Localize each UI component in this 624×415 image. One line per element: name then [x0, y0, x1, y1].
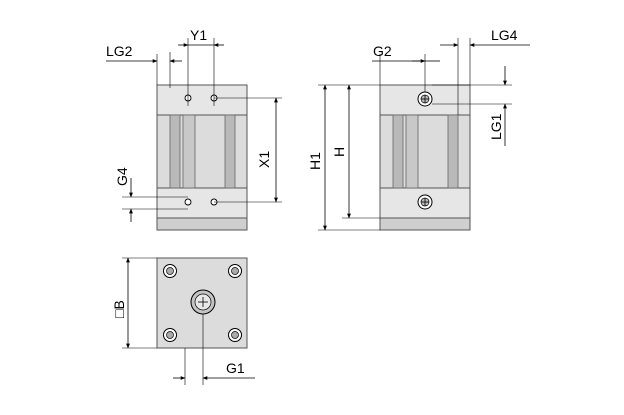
side-view: G2 LG4 LG1 H1 H: [307, 27, 530, 231]
g1-label: G1: [226, 360, 245, 376]
lg2-label: LG2: [106, 43, 133, 59]
screw-icon: [417, 91, 433, 107]
side-view-rail-mid: [405, 114, 419, 189]
side-view-rail-right: [447, 114, 459, 189]
front-view-top-plate: [156, 84, 248, 116]
h-label: H: [331, 147, 347, 157]
b-label: □B: [111, 300, 127, 318]
front-view-rail-right: [224, 114, 236, 189]
front-view: Y1 LG2 X1 G4: [106, 27, 282, 231]
x1-label: X1: [256, 151, 272, 168]
screw-icon: [228, 264, 242, 278]
g4-label: G4: [114, 167, 130, 186]
front-view-bottom-plate: [156, 187, 248, 219]
screw-icon: [163, 264, 177, 278]
lg1-label: LG1: [488, 113, 504, 140]
front-view-rail-mid: [182, 114, 196, 189]
front-view-rail-left: [169, 114, 181, 189]
screw-icon: [417, 194, 433, 210]
center-bore-icon: [190, 289, 216, 315]
side-view-base-strip: [379, 217, 471, 231]
front-view-base-strip: [156, 217, 248, 231]
side-view-rail-left: [392, 114, 404, 189]
top-view: □B G1: [111, 257, 255, 385]
y1-label: Y1: [190, 27, 207, 43]
h1-label: H1: [307, 152, 323, 170]
screw-icon: [228, 328, 242, 342]
front-view-hole: [184, 198, 192, 206]
lg4-label: LG4: [491, 27, 518, 43]
g2-label: G2: [373, 43, 392, 59]
screw-icon: [163, 328, 177, 342]
